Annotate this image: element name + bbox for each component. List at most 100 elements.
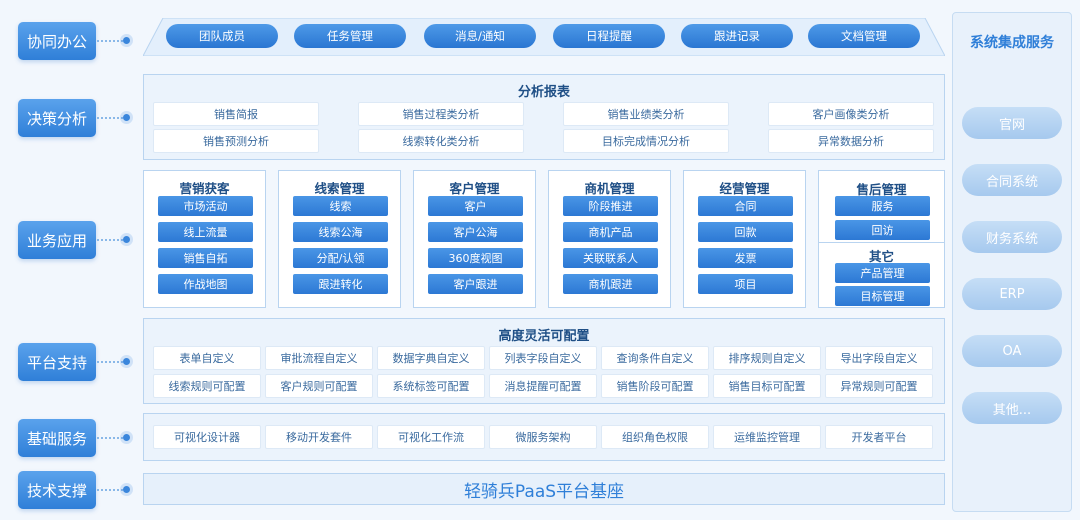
module-title: 售后管理 [856, 182, 907, 197]
config-cell: 消息提醒可配置 [489, 374, 597, 398]
module-item: 目标管理 [835, 286, 930, 306]
config-cell: 审批流程自定义 [265, 346, 373, 370]
module-item: 客户公海 [428, 222, 523, 242]
module-item: 发票 [698, 248, 793, 268]
module-item: 客户 [428, 196, 523, 216]
report-cell: 异常数据分析 [768, 129, 934, 153]
connector [97, 437, 127, 439]
integration-item: ERP [962, 278, 1062, 310]
module-item: 阶段推进 [563, 196, 658, 216]
connector [97, 489, 127, 491]
base-cell: 微服务架构 [489, 425, 597, 449]
integration-title: 系统集成服务 [970, 35, 1054, 51]
base-cell: 运维监控管理 [713, 425, 821, 449]
module-customer: 客户管理 客户 客户公海 360度视图 客户跟进 [413, 170, 536, 308]
layer-label-business: 业务应用 [18, 221, 96, 259]
integration-panel [952, 12, 1072, 512]
module-title: 营销获客 [179, 181, 230, 196]
divider [819, 242, 944, 243]
report-cell: 销售预测分析 [153, 129, 319, 153]
module-title: 其它 [868, 249, 894, 264]
config-cell: 异常规则可配置 [825, 374, 933, 398]
integration-item: 其他... [962, 392, 1062, 424]
config-cell: 销售目标可配置 [713, 374, 821, 398]
module-item: 商机产品 [563, 222, 658, 242]
base-cell: 开发者平台 [825, 425, 933, 449]
collab-item: 跟进记录 [681, 24, 793, 48]
config-cell: 销售阶段可配置 [601, 374, 709, 398]
report-panel: 分析报表 销售简报 销售过程类分析 销售业绩类分析 客户画像类分析 销售预测分析… [143, 74, 945, 160]
paas-bar: 轻骑兵PaaS平台基座 [143, 473, 945, 505]
layer-label-tech: 技术支撑 [18, 471, 96, 509]
connector [97, 40, 127, 42]
module-leads: 线索管理 线索 线索公海 分配/认领 跟进转化 [278, 170, 401, 308]
base-panel: 可视化设计器 移动开发套件 可视化工作流 微服务架构 组织角色权限 运维监控管理… [143, 413, 945, 461]
base-cell: 可视化设计器 [153, 425, 261, 449]
base-cell: 组织角色权限 [601, 425, 709, 449]
config-cell: 客户规则可配置 [265, 374, 373, 398]
module-item: 跟进转化 [293, 274, 388, 294]
module-item: 回款 [698, 222, 793, 242]
report-cell: 销售业绩类分析 [563, 102, 729, 126]
report-cell: 目标完成情况分析 [563, 129, 729, 153]
report-cell: 销售简报 [153, 102, 319, 126]
integration-item: 官网 [962, 107, 1062, 139]
module-title: 商机管理 [584, 181, 635, 196]
module-opportunity: 商机管理 阶段推进 商机产品 关联联系人 商机跟进 [548, 170, 671, 308]
module-item: 关联联系人 [563, 248, 658, 268]
module-item: 作战地图 [158, 274, 253, 294]
connector [97, 361, 127, 363]
integration-item: 财务系统 [962, 221, 1062, 253]
connector-dot [123, 434, 130, 441]
module-title: 线索管理 [314, 181, 365, 196]
module-item: 回访 [835, 220, 930, 240]
config-title: 高度灵活可配置 [498, 329, 590, 344]
connector [97, 117, 127, 119]
collab-item: 任务管理 [294, 24, 406, 48]
config-cell: 列表字段自定义 [489, 346, 597, 370]
module-marketing: 营销获客 市场活动 线上流量 销售自拓 作战地图 [143, 170, 266, 308]
collab-item: 日程提醒 [553, 24, 665, 48]
module-operation: 经营管理 合同 回款 发票 项目 [683, 170, 806, 308]
config-cell: 系统标签可配置 [377, 374, 485, 398]
report-cell: 线索转化类分析 [358, 129, 524, 153]
connector-dot [123, 486, 130, 493]
base-cell: 移动开发套件 [265, 425, 373, 449]
module-title: 经营管理 [719, 181, 770, 196]
module-item: 线索 [293, 196, 388, 216]
module-item: 商机跟进 [563, 274, 658, 294]
config-cell: 查询条件自定义 [601, 346, 709, 370]
module-item: 服务 [835, 196, 930, 216]
module-item: 项目 [698, 274, 793, 294]
module-item: 销售自拓 [158, 248, 253, 268]
config-panel: 高度灵活可配置 表单自定义 审批流程自定义 数据字典自定义 列表字段自定义 查询… [143, 318, 945, 404]
module-item: 线索公海 [293, 222, 388, 242]
module-item: 线上流量 [158, 222, 253, 242]
report-title: 分析报表 [517, 85, 570, 100]
integration-item: OA [962, 335, 1062, 367]
config-cell: 数据字典自定义 [377, 346, 485, 370]
connector-dot [123, 114, 130, 121]
module-title: 客户管理 [449, 181, 500, 196]
module-item: 客户跟进 [428, 274, 523, 294]
module-item: 产品管理 [835, 263, 930, 283]
connector [97, 239, 127, 241]
module-item: 360度视图 [428, 248, 523, 268]
config-cell: 排序规则自定义 [713, 346, 821, 370]
integration-item: 合同系统 [962, 164, 1062, 196]
collab-item: 文档管理 [808, 24, 920, 48]
connector-dot [123, 358, 130, 365]
module-item: 分配/认领 [293, 248, 388, 268]
layer-label-platform: 平台支持 [18, 343, 96, 381]
layer-label-base: 基础服务 [18, 419, 96, 457]
base-cell: 可视化工作流 [377, 425, 485, 449]
collab-item: 消息/通知 [424, 24, 536, 48]
report-cell: 销售过程类分析 [358, 102, 524, 126]
layer-label-collab: 协同办公 [18, 22, 96, 60]
layer-label-decision: 决策分析 [18, 99, 96, 137]
connector-dot [123, 37, 130, 44]
collab-item: 团队成员 [166, 24, 278, 48]
config-cell: 线索规则可配置 [153, 374, 261, 398]
report-cell: 客户画像类分析 [768, 102, 934, 126]
module-item: 市场活动 [158, 196, 253, 216]
